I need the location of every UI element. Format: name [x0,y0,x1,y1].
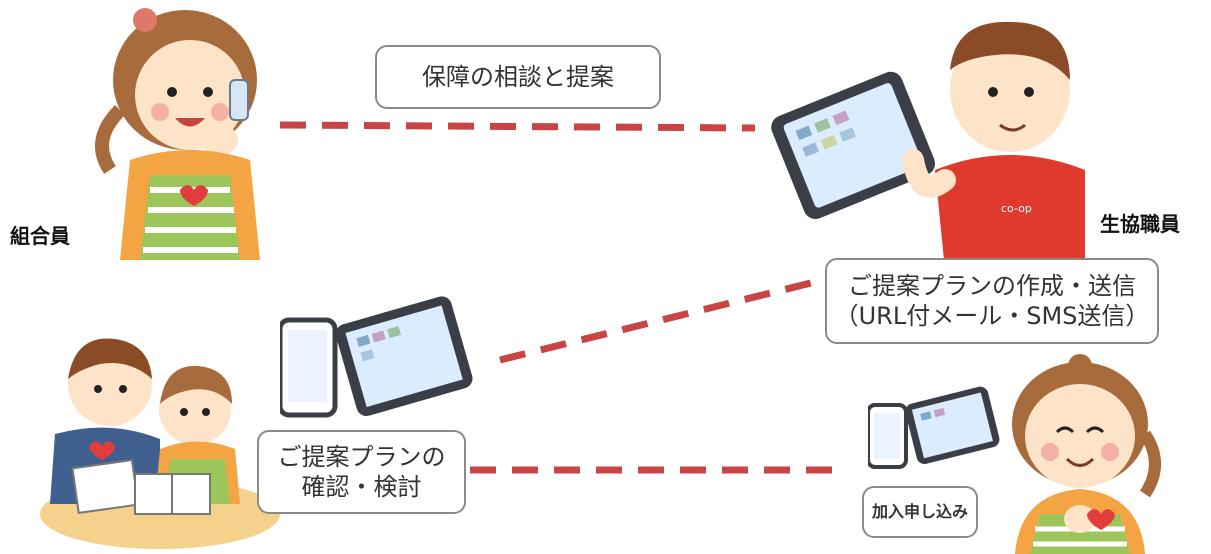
member-on-phone-illustration [95,8,260,260]
role-member: 組合員 [10,224,70,248]
step-consult-text: 保障の相談と提案 [422,63,614,91]
member-happy-illustration [1012,354,1161,554]
connector-consult [279,121,756,132]
step-review-line2: 確認・検討 [301,473,422,501]
step-apply-label: 加入申し込み [862,486,978,538]
step-review-label: ご提案プランの 確認・検討 [257,430,466,514]
shirt-logo: co-op [1001,202,1032,215]
role-staff: 生協職員 [1100,212,1180,236]
member-devices-illustration [280,296,473,418]
step-review-line1: ご提案プランの [277,443,446,471]
step-create-label: ご提案プランの作成・送信 （URL付メール・SMS送信） [825,258,1159,344]
staff-with-tablet-illustration: co-op [771,21,1085,270]
connector-send [499,278,816,364]
step-create-line1: ご提案プランの作成・送信 [847,272,1136,300]
couple-reviewing-illustration [40,338,280,549]
step-consult-label: 保障の相談と提案 [375,45,661,109]
step-apply-text: 加入申し込み [871,502,968,521]
step-create-line2: （URL付メール・SMS送信） [834,302,1150,330]
apply-devices-illustration [868,386,1000,469]
